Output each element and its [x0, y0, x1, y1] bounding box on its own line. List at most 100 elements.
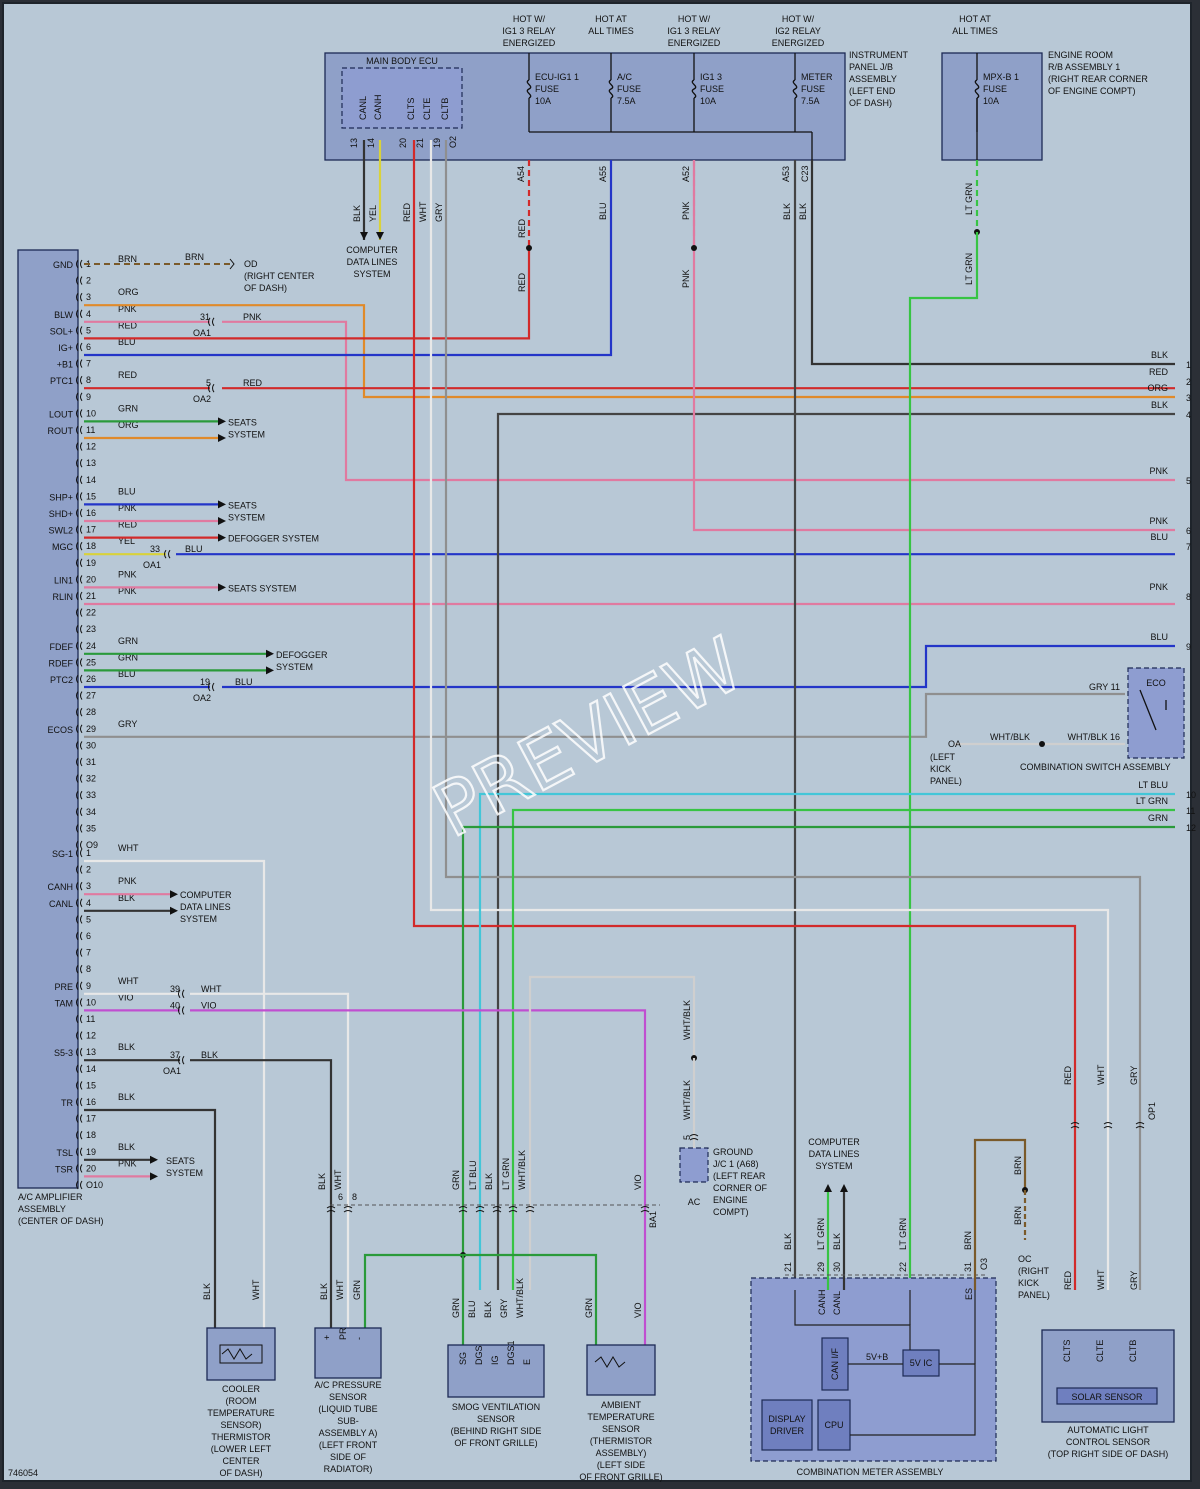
- fuse-symbol: [974, 79, 980, 99]
- wire-color-label: BLK: [832, 1233, 842, 1250]
- wire-color-label: RED: [1149, 367, 1169, 377]
- eco-switch-title: ECO: [1146, 678, 1166, 688]
- arrow: [218, 434, 226, 442]
- wire-color-label: BLU: [467, 1300, 477, 1318]
- right-terminal-number: 10: [1186, 790, 1196, 800]
- connector-code: OP1: [1147, 1102, 1157, 1120]
- resistor-symbol: [594, 1356, 626, 1368]
- connector-mark: [76, 807, 83, 817]
- connector-mark: [689, 1134, 699, 1141]
- amp-pin-number: 17: [86, 525, 96, 535]
- connector-mark: [76, 774, 83, 783]
- ecu-pin-number: 14: [366, 138, 376, 148]
- amp-pin-number: 10: [86, 997, 96, 1007]
- connector-mark: [76, 1130, 83, 1140]
- wire-color-label: GRY: [118, 719, 137, 729]
- amp-pin-name: SOL+: [50, 326, 73, 336]
- connector-mark: [76, 425, 83, 435]
- connector-mark: [343, 1206, 353, 1213]
- wire-pnk: [222, 320, 1175, 482]
- wire-color-label: BLK: [352, 205, 362, 222]
- wire-color-label: WHT: [1096, 1269, 1106, 1290]
- amp-pin-number: 22: [86, 608, 96, 618]
- amp-pin-name: RDEF: [49, 658, 74, 668]
- right-terminal-number: 2: [1186, 377, 1191, 387]
- wire-color-label: BLU: [235, 677, 253, 687]
- ecu-pin-label: CANH: [373, 94, 383, 120]
- connector-mark: [76, 1114, 83, 1123]
- wire-color-label: RED: [1063, 1270, 1073, 1290]
- connector-code: A52: [681, 166, 691, 182]
- amp-pin-name: CANH: [47, 882, 73, 892]
- wire-color-label: WHT: [418, 201, 428, 222]
- amp-pin-number: 6: [86, 342, 91, 352]
- amp-pin-number: 18: [86, 541, 96, 551]
- defogger-system-label: DEFOGGER SYSTEM: [228, 534, 319, 544]
- amp-pin-number: 11: [86, 425, 95, 435]
- connector-mark: [76, 608, 83, 617]
- amp-pin-number: 11: [86, 1014, 95, 1024]
- connector-mark: [1103, 1122, 1113, 1129]
- connector-mark: [76, 881, 83, 891]
- amp-pin-number: 19: [86, 558, 96, 568]
- wire-color-label: WHT: [251, 1279, 261, 1300]
- arrow: [266, 666, 274, 675]
- connector-mark: [76, 1081, 83, 1090]
- amp-pin-number: 2: [86, 276, 91, 286]
- wire-color-label: WHT/BLK: [990, 732, 1030, 742]
- wire-color-label: BLU: [1150, 632, 1168, 642]
- wire-color-label: WHT/BLK: [682, 1080, 692, 1120]
- splice-label: 39: [170, 984, 180, 994]
- wire-color-label: VIO: [201, 1000, 217, 1010]
- amp-pin-name: LOUT: [49, 409, 74, 419]
- connector-mark: [76, 458, 83, 468]
- splice-dot: [526, 245, 532, 251]
- connector-mark: [76, 824, 83, 833]
- pin-number: 31: [963, 1262, 973, 1272]
- wire-color-label: RED: [118, 520, 138, 530]
- amp-pin-name: RLIN: [52, 592, 73, 602]
- amp-pin-number: 3: [86, 292, 91, 302]
- wire-color-label: GRN: [451, 1298, 461, 1318]
- meter-pin: CANH: [817, 1289, 827, 1315]
- wire-whtblk: [528, 975, 696, 1290]
- amp-pin-number: 1: [86, 848, 91, 858]
- right-terminal-number: 12: [1186, 823, 1196, 833]
- amp-pin-number: 29: [86, 724, 96, 734]
- connector-mark: [76, 624, 83, 634]
- amp-pin-name: +B1: [57, 360, 73, 370]
- connector-mark: [1135, 1122, 1145, 1129]
- ground-ac-code: AC: [688, 1197, 701, 1207]
- can-if-label: CAN I/F: [830, 1347, 840, 1380]
- pin-number: 21: [783, 1262, 793, 1272]
- connector-mark: [76, 442, 83, 451]
- wire-color-label: GRN: [118, 636, 138, 646]
- connector-mark: [76, 292, 83, 302]
- amp-pin-name: GND: [53, 260, 74, 270]
- wire-color-label: YEL: [368, 205, 378, 222]
- connector-mark: [76, 1031, 83, 1040]
- wire-color-label: BLK: [201, 1050, 218, 1060]
- solar-pin: CLTS: [1062, 1340, 1072, 1362]
- wire-wht: [190, 992, 350, 1330]
- cpu-block: [817, 1399, 851, 1451]
- amp-pin-name: CANL: [49, 899, 73, 909]
- connector-mark: [76, 1097, 83, 1107]
- wire-color-label: BLK: [483, 1301, 493, 1318]
- amp-pin-number: 31: [86, 757, 96, 767]
- wire-wht: [429, 140, 1110, 1290]
- amp-pin-number: 13: [86, 1047, 96, 1057]
- splice-code: OA2: [193, 394, 211, 404]
- amp-pin-name: TR: [61, 1098, 73, 1108]
- connector-code: BA1: [648, 1211, 658, 1228]
- amp-pin-number: 21: [86, 591, 96, 601]
- connector-mark: [178, 989, 185, 999]
- splice-label: 40: [170, 1000, 180, 1010]
- smog-pin: SG: [458, 1352, 468, 1365]
- connector-mark: [76, 259, 83, 269]
- diagram-id: 746054: [8, 1468, 38, 1478]
